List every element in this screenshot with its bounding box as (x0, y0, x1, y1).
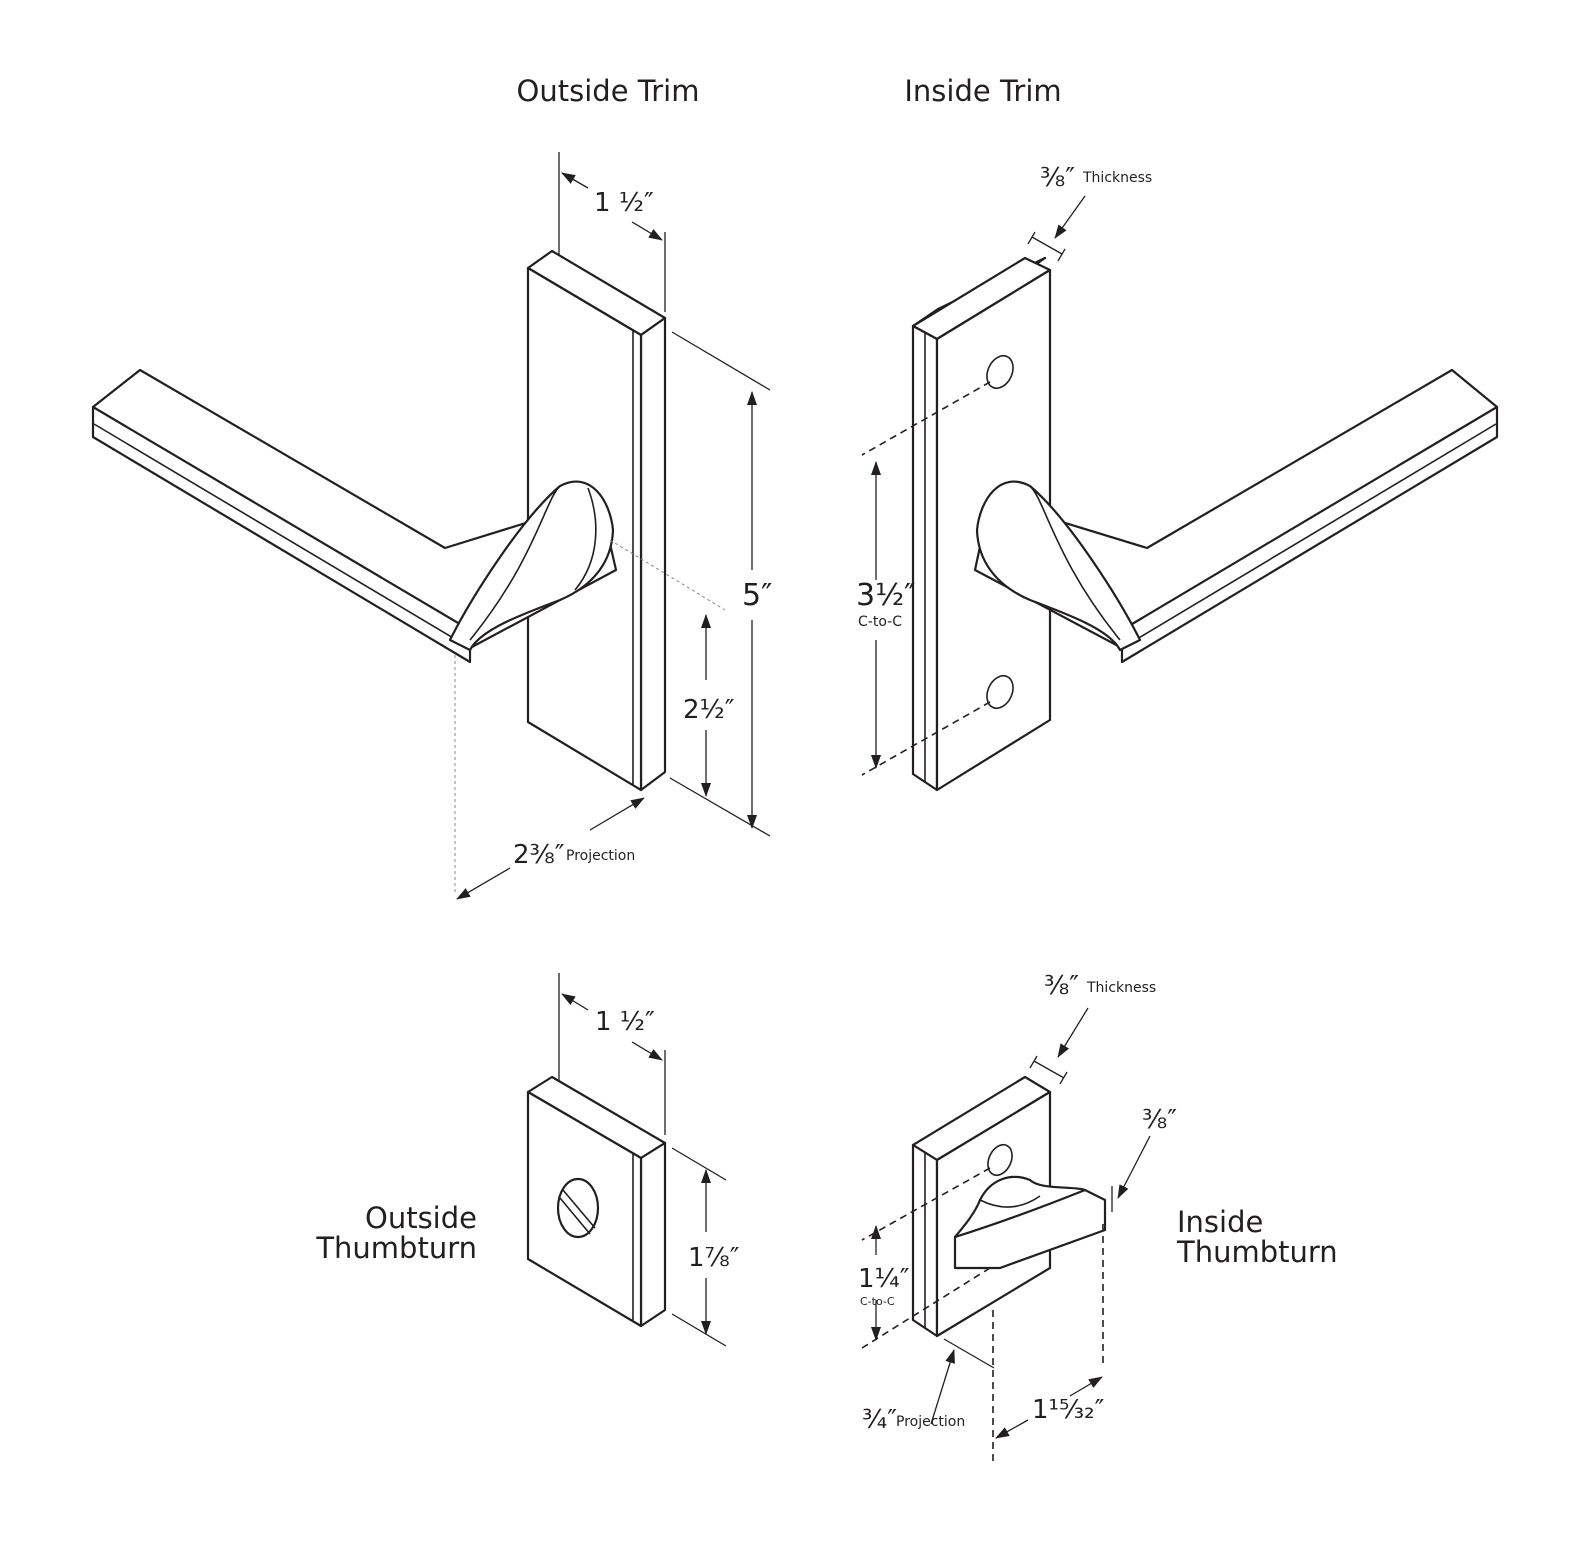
outside-thumbturn-drawing (526, 1075, 667, 1328)
inside-thumbturn-label-line1: Inside (1177, 1205, 1263, 1239)
outside-trim-projection-value: 2⅜″ (513, 840, 565, 870)
outside-thumbturn-width-dim: 1 ½″ (595, 1007, 655, 1037)
inside-thumbturn-thickness-word: Thickness (1086, 980, 1156, 996)
inside-thumbturn-turn-length: 1¹⁵⁄₃₂″ (1032, 1395, 1105, 1425)
outside-trim-width-dim: 1 ½″ (594, 188, 654, 218)
outside-thumbturn-label-line2: Thumbturn (315, 1231, 477, 1265)
inside-thumbturn-drawing (911, 1075, 1107, 1338)
outside-trim-title: Outside Trim (517, 74, 700, 108)
inside-trim-drawing (911, 256, 1499, 792)
inside-trim-thickness-word: Thickness (1082, 170, 1152, 186)
inside-thumbturn-projection-word: Projection (896, 1414, 965, 1430)
inside-trim-title: Inside Trim (904, 74, 1061, 108)
inside-thumbturn-dimensions: ⅜″ Thickness ⅜″ 1¼″ C-to-C ¾″ Projection… (858, 971, 1177, 1466)
outside-trim-drawing (91, 249, 667, 792)
outside-trim-height-dim: 5″ (742, 578, 772, 613)
inside-thumbturn-projection-value: ¾″ (862, 1405, 897, 1435)
outside-trim-dimensions: 1 ½″ 5″ 2½″ 2⅜″ Projection (454, 152, 772, 900)
inside-trim-center-note: C-to-C (858, 614, 902, 630)
outside-thumbturn-dimensions: 1 ½″ 1⅞″ (558, 973, 740, 1347)
inside-thumbturn-center-value: 1¼″ (858, 1264, 910, 1294)
inside-trim-dimensions: ⅜″ Thickness 3½″ C-to-C (856, 163, 1152, 776)
outside-trim-lever-height-dim: 2½″ (683, 695, 735, 725)
inside-thumbturn-thickness-value: ⅜″ (1044, 971, 1079, 1001)
inside-trim-thickness-value: ⅜″ (1040, 163, 1075, 193)
outside-thumbturn-label-line1: Outside (365, 1201, 477, 1235)
inside-trim-center-value: 3½″ (856, 578, 915, 613)
outside-thumbturn-height-dim: 1⅞″ (688, 1243, 740, 1273)
inside-thumbturn-turn-thickness: ⅜″ (1142, 1105, 1177, 1135)
outside-trim-projection-word: Projection (566, 848, 635, 864)
inside-thumbturn-center-note: C-to-C (860, 1295, 895, 1308)
inside-thumbturn-label-line2: Thumbturn (1176, 1235, 1338, 1269)
